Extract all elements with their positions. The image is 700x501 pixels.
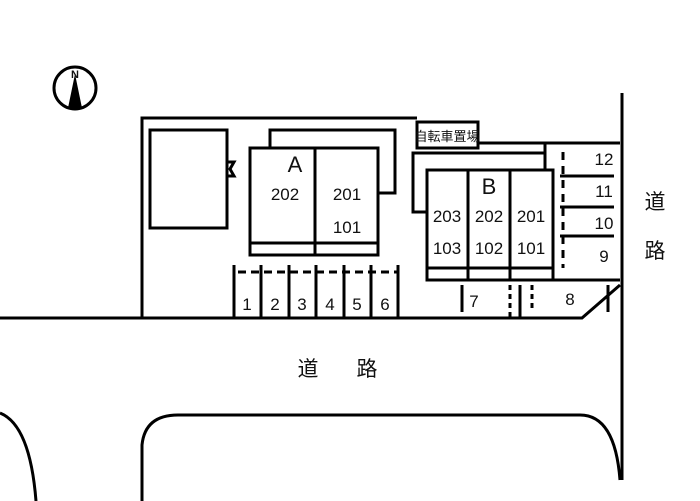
unit-label: 103	[433, 239, 461, 258]
parking-space-number: 8	[565, 290, 574, 309]
parking-space-number: 4	[325, 295, 334, 314]
parking-space-number: 6	[380, 295, 389, 314]
unit-label: 102	[475, 239, 503, 258]
parking-space-number: 2	[270, 295, 279, 314]
road-label-char: 路	[357, 357, 378, 381]
parking-area-1-6: 1 2 3 4 5 6	[232, 265, 400, 318]
unit-label: 202	[271, 185, 299, 204]
building-a: A 202 201 101	[248, 128, 397, 257]
unit-label: 201	[517, 207, 545, 226]
parking-space-number: 5	[352, 295, 361, 314]
unit-label: 203	[433, 207, 461, 226]
parking-space-number: 10	[595, 214, 614, 233]
road-label-char: 路	[645, 239, 666, 263]
building-b: B 203 202 201 103 102 101	[411, 151, 555, 282]
unit-label: 202	[475, 207, 503, 226]
parking-space-number: 11	[595, 182, 613, 201]
parking-area-7-8: 7 8	[460, 285, 610, 320]
unit-label: 101	[517, 239, 545, 258]
unit-label: 201	[333, 185, 361, 204]
parking-space-number: 3	[297, 295, 306, 314]
bike-parking-label: 自転車置場	[414, 129, 479, 144]
parking-space-number: 12	[595, 150, 614, 169]
lot-boundary	[0, 93, 624, 480]
bike-parking: 自転車置場	[414, 120, 480, 150]
compass-label: N	[71, 69, 79, 81]
unit-label: 101	[333, 218, 361, 237]
parking-space-number: 7	[469, 292, 478, 311]
road-right: 道 路	[645, 190, 666, 263]
parking-space-number: 1	[242, 295, 251, 314]
parking-area-9-12: 9 10 11 12	[543, 143, 620, 282]
parking-space-number: 9	[599, 247, 608, 266]
road-label-char: 道	[645, 190, 666, 214]
building-a-name: A	[288, 152, 303, 177]
road-bottom: 道 路	[0, 357, 622, 501]
road-label-char: 道	[298, 357, 319, 381]
building-b-name: B	[482, 174, 497, 199]
left-structure	[148, 128, 237, 230]
north-compass-icon: N	[52, 65, 98, 111]
